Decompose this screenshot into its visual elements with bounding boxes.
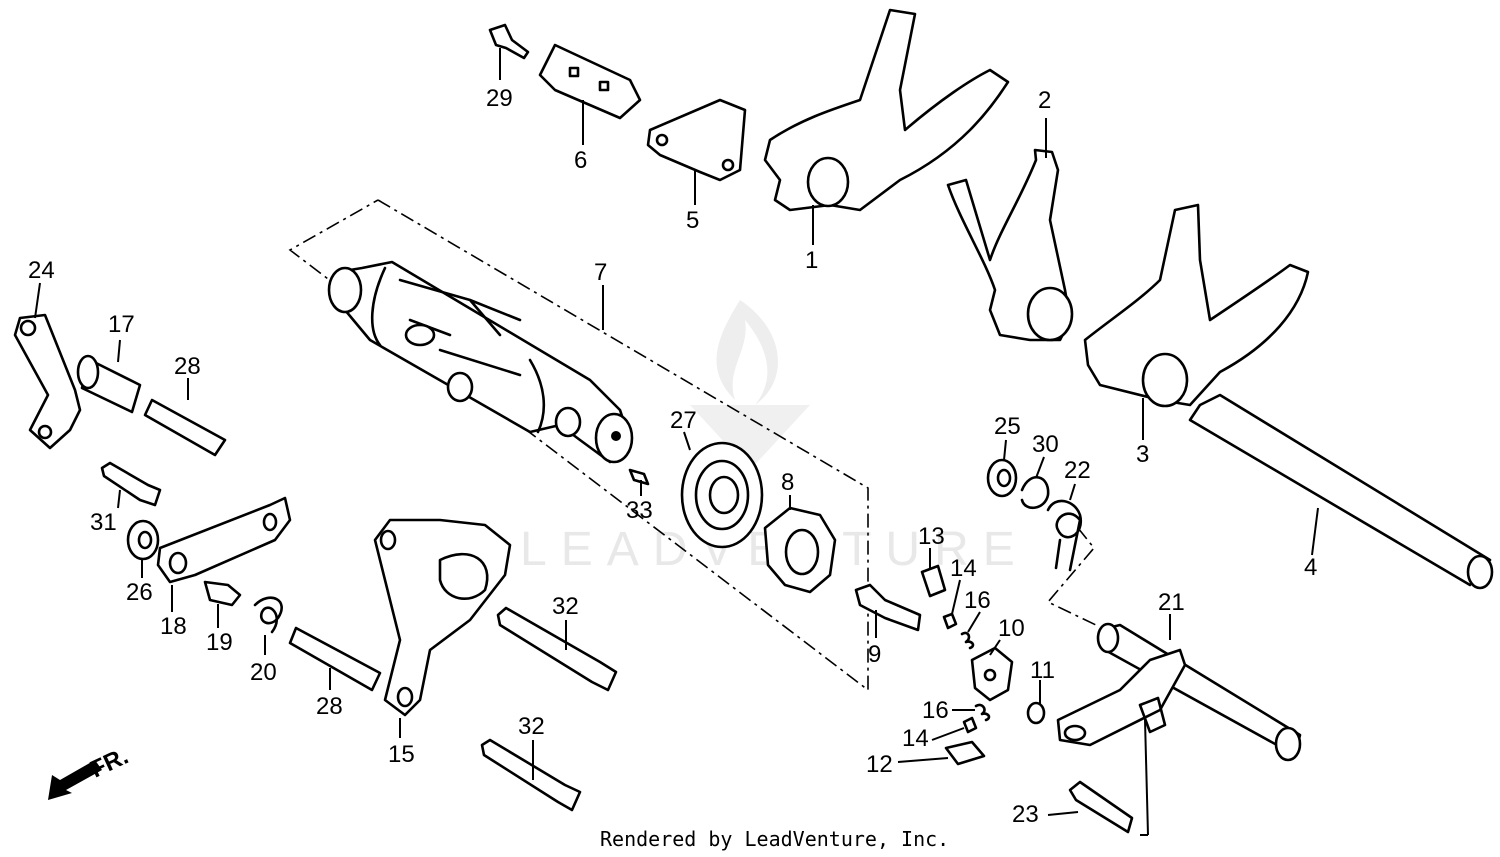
- callout-30: 30: [1032, 431, 1059, 458]
- callout-12: 12: [866, 751, 893, 778]
- callout-10: 10: [998, 615, 1025, 642]
- spring-22[interactable]: [1046, 499, 1083, 572]
- callout-15: 15: [388, 741, 415, 768]
- spring-16-lower[interactable]: [974, 703, 991, 722]
- clip-30[interactable]: [1020, 476, 1050, 509]
- shift-drum-center-8[interactable]: [763, 506, 837, 594]
- shift-fork-1[interactable]: [763, 8, 1010, 212]
- callout-14-upper: 14: [950, 555, 977, 582]
- callout-5: 5: [686, 207, 699, 234]
- bolt-9[interactable]: [854, 583, 922, 632]
- callout-13: 13: [918, 523, 945, 550]
- callout-27: 27: [670, 407, 697, 434]
- shift-fork-3[interactable]: [1083, 203, 1310, 408]
- pawl-13[interactable]: [920, 564, 947, 598]
- callout-17: 17: [108, 311, 135, 338]
- callout-18: 18: [160, 613, 187, 640]
- bolt-32-upper[interactable]: [496, 606, 618, 692]
- plunger-14-lower[interactable]: [962, 716, 978, 734]
- spring-16-upper[interactable]: [960, 631, 975, 650]
- callout-32-upper: 32: [552, 593, 579, 620]
- bolt-29[interactable]: [488, 23, 530, 60]
- callout-7: 7: [594, 259, 607, 286]
- callout-26: 26: [126, 579, 153, 606]
- callout-14-lower: 14: [902, 725, 929, 752]
- callout-9: 9: [868, 641, 881, 668]
- callout-2: 2: [1038, 87, 1051, 114]
- bearing-27[interactable]: [680, 441, 764, 549]
- washer-26[interactable]: [126, 519, 160, 561]
- callout-32-lower: 32: [518, 713, 545, 740]
- callout-28-upper: 28: [174, 353, 201, 380]
- guide-plate-15[interactable]: [373, 518, 512, 717]
- shift-fork-2[interactable]: [946, 148, 1074, 342]
- collar-19[interactable]: [203, 580, 242, 607]
- plunger-14-upper[interactable]: [942, 612, 958, 630]
- pawl-12[interactable]: [944, 740, 986, 766]
- callout-29: 29: [486, 85, 513, 112]
- guide-plate[interactable]: [538, 43, 642, 120]
- plate-10[interactable]: [970, 646, 1014, 702]
- callout-6: 6: [574, 147, 587, 174]
- callout-31: 31: [90, 509, 117, 536]
- callout-16-lower: 16: [922, 697, 949, 724]
- stopper-arm-24[interactable]: [13, 313, 82, 450]
- callout-labels: 1 2 3 4 5 6 7 8 9 10 11 12 13 14 14 16 1…: [28, 85, 1317, 828]
- callout-16-upper: 16: [964, 587, 991, 614]
- callout-19: 19: [206, 629, 233, 656]
- callout-24: 24: [28, 257, 55, 284]
- pin-33[interactable]: [628, 468, 650, 486]
- drum-assembly-outline: [288, 199, 869, 692]
- callout-21: 21: [1158, 589, 1185, 616]
- callout-25: 25: [994, 413, 1021, 440]
- callout-3: 3: [1136, 441, 1149, 468]
- front-direction-arrow: FR.: [48, 743, 133, 800]
- fork-shaft[interactable]: [1188, 393, 1494, 590]
- footer-credit: Rendered by LeadVenture, Inc.: [600, 827, 949, 851]
- washer-25[interactable]: [986, 458, 1018, 498]
- spring-20[interactable]: [253, 596, 283, 634]
- callout-8: 8: [781, 469, 794, 496]
- pin-28-upper[interactable]: [143, 398, 227, 457]
- gearshift-spindle-21[interactable]: [1056, 622, 1302, 762]
- bolt-23[interactable]: [1068, 780, 1134, 834]
- callout-28-lower: 28: [316, 693, 343, 720]
- shift-drum[interactable]: [327, 260, 634, 464]
- pin-28-lower[interactable]: [288, 626, 382, 692]
- leader-lines: [34, 48, 1319, 836]
- collar-17[interactable]: [76, 354, 142, 414]
- stopper-arm-18[interactable]: [156, 496, 292, 584]
- callout-22: 22: [1064, 457, 1091, 484]
- shift-arm-assembly-outline: [1046, 527, 1099, 627]
- callout-4: 4: [1304, 554, 1317, 581]
- bolt-32-lower[interactable]: [480, 738, 582, 812]
- direction-label: FR.: [86, 743, 132, 784]
- bolt-31[interactable]: [100, 461, 162, 507]
- collar-11[interactable]: [1026, 701, 1046, 725]
- callout-20: 20: [250, 659, 277, 686]
- callout-23: 23: [1012, 801, 1039, 828]
- callout-11: 11: [1030, 657, 1055, 684]
- stopper-plate[interactable]: [646, 98, 747, 182]
- callout-33: 33: [626, 497, 653, 524]
- callout-1: 1: [805, 247, 818, 274]
